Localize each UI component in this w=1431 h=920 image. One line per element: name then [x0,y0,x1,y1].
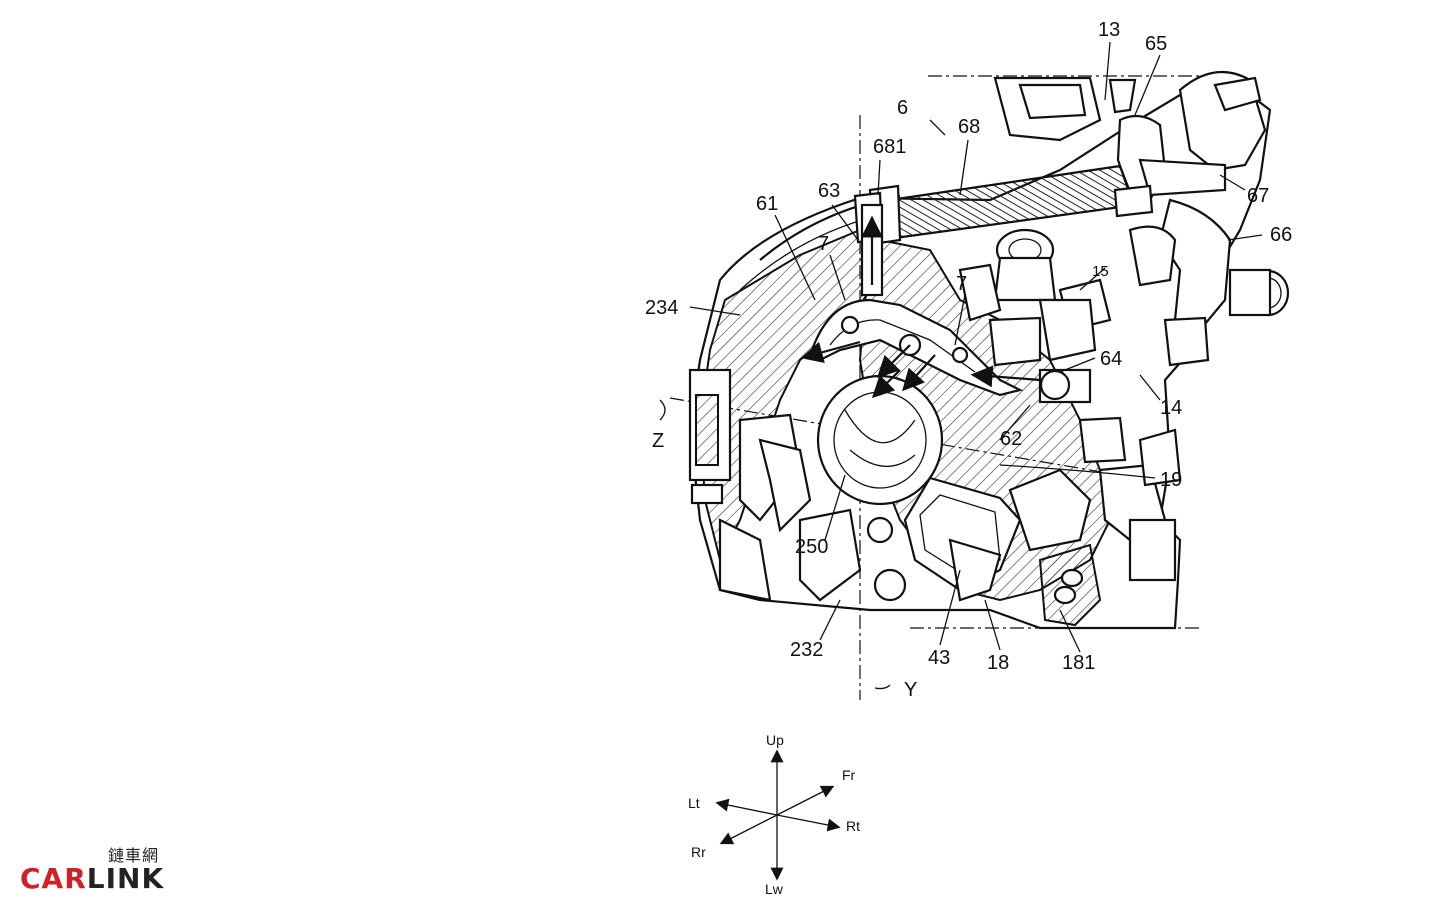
lower-components [903,416,1182,627]
label-234: 234 [645,297,678,319]
carlink-watermark: 鏈車網 CARLINK [20,842,163,902]
injector-region [958,228,1112,367]
dir-rear: Rr [691,844,706,860]
reference-numerals: 13 65 6 68 681 63 61 7 7 67 66 15 234 64… [645,19,1292,701]
label-14: 14 [1160,397,1182,419]
label-7b: 7 [956,273,967,295]
label-13: 13 [1098,19,1120,41]
label-68: 68 [958,116,980,138]
leader-lines [659,41,1263,690]
dir-right: Rt [846,818,860,834]
label-Y: Y [904,679,917,701]
brand-link: LINK [86,862,165,895]
direction-compass: Up Lw Lt Rt Fr Rr [688,732,860,897]
label-61: 61 [756,193,778,215]
label-Z: Z [652,430,664,452]
dir-front: Fr [842,767,856,783]
label-250: 250 [795,536,828,558]
label-7a: 7 [818,233,829,255]
label-43: 43 [928,647,950,669]
label-67: 67 [1247,185,1269,207]
label-18: 18 [987,652,1009,674]
brand-car: CAR [20,862,87,895]
dir-up: Up [766,732,784,748]
flow-channel [800,203,1092,404]
label-181: 181 [1062,652,1095,674]
intake-pipe-68 [853,164,1154,246]
label-19: 19 [1160,469,1182,491]
dir-down: Lw [765,881,784,897]
label-15: 15 [1092,263,1109,280]
label-63: 63 [818,180,840,202]
watermark-chinese: 鏈車網 [108,846,160,865]
label-62: 62 [1000,428,1022,450]
dir-left: Lt [688,795,700,811]
label-65: 65 [1145,33,1167,55]
label-681: 681 [873,136,906,158]
intake-structure [993,70,1290,367]
label-6: 6 [897,97,908,119]
label-232: 232 [790,639,823,661]
watermark-brand: CARLINK [20,862,164,895]
label-66: 66 [1270,224,1292,246]
label-64: 64 [1100,348,1122,370]
